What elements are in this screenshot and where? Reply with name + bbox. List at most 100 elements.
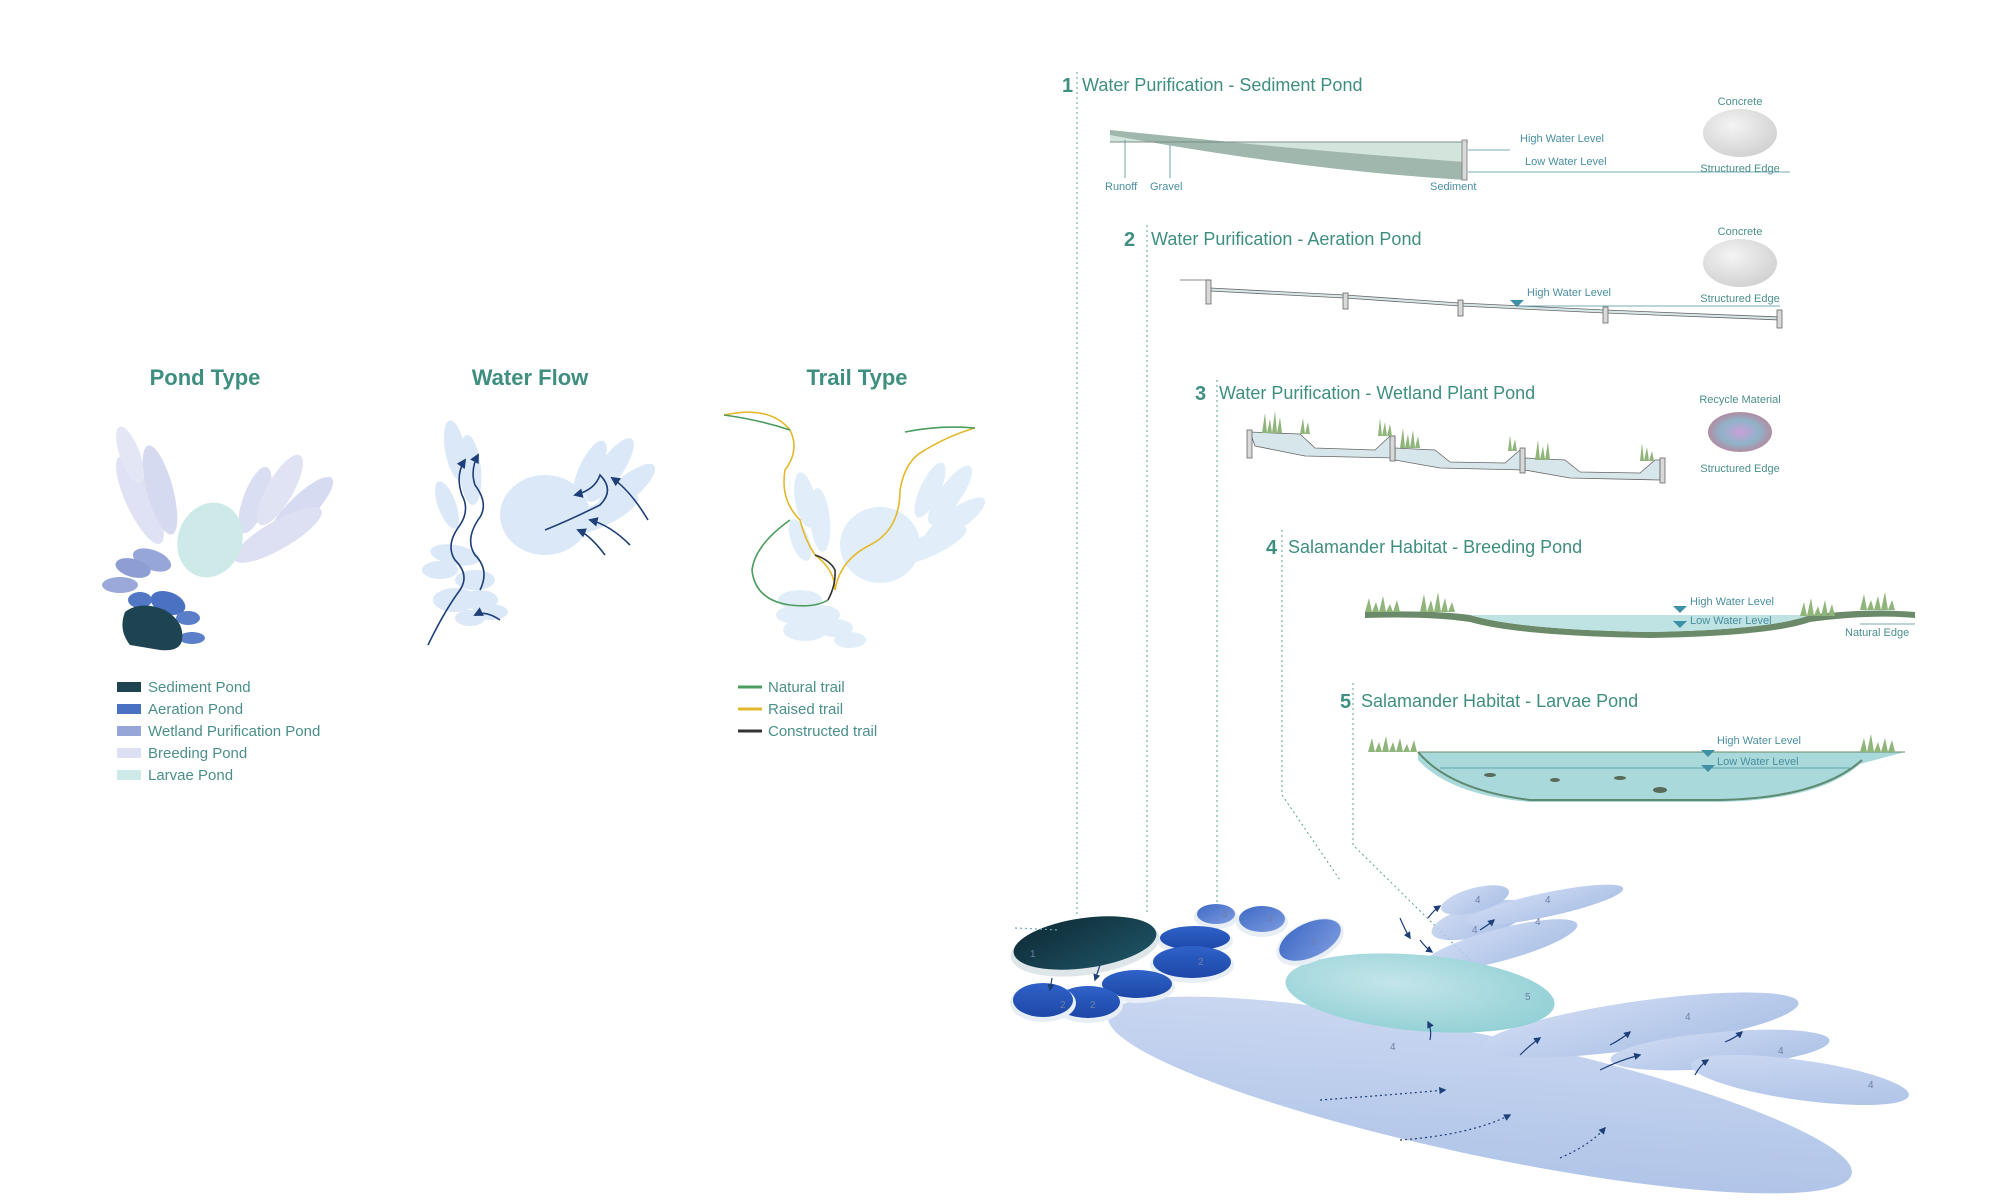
section-1-number: 1 (1062, 75, 1073, 97)
section-4-number: 4 (1266, 537, 1278, 559)
pond-type-panel: Pond Type Sediment Pond (102, 365, 334, 784)
recycle-material-swatch-icon (1708, 412, 1772, 452)
legend-item-raised-trail: Raised trail (738, 701, 843, 718)
section-1-runoff-label: Runoff (1105, 181, 1138, 193)
legend-item-breeding-pond: Breeding Pond (117, 745, 247, 762)
svg-text:1: 1 (1030, 949, 1036, 960)
breeding-pond (1691, 1054, 1909, 1106)
section-2-profile (1180, 279, 1783, 329)
section-3-number: 3 (1195, 383, 1206, 405)
legend-item-natural-trail: Natural trail (738, 679, 845, 696)
breeding-ponds (1108, 884, 1909, 1194)
section-4-high-water-label: High Water Level (1690, 596, 1774, 608)
section-1-edge-label: Structured Edge (1700, 163, 1780, 175)
larvae-pond (1285, 953, 1555, 1033)
svg-text:4: 4 (1778, 1046, 1784, 1057)
wetland-pond (1279, 919, 1341, 961)
water-flow-panel: Water Flow (422, 365, 656, 646)
section-1-gravel-label: Gravel (1150, 181, 1182, 193)
section-5-larvae-pond: 5 Salamander Habitat - Larvae Pond High … (1340, 691, 1905, 802)
svg-text:3: 3 (1267, 914, 1273, 925)
svg-text:Larvae Pond: Larvae Pond (148, 767, 233, 784)
trail-type-legend: Natural trail Raised trail Constructed t… (738, 679, 877, 740)
breeding-pond (1108, 996, 1852, 1194)
svg-text:Aeration Pond: Aeration Pond (148, 701, 243, 718)
breeding-pond (1422, 919, 1578, 971)
pond-type-title: Pond Type (150, 365, 261, 390)
svg-text:Sediment Pond: Sediment Pond (148, 679, 251, 696)
svg-text:Breeding Pond: Breeding Pond (148, 745, 247, 762)
section-3-profile (1246, 411, 1666, 484)
section-1-sediment-label: Sediment (1430, 181, 1476, 193)
aeration-pond (1102, 970, 1172, 998)
svg-text:Wetland Purification Pond: Wetland Purification Pond (148, 723, 320, 740)
trail-type-title: Trail Type (806, 365, 907, 390)
section-2-high-water-label: High Water Level (1527, 287, 1611, 299)
aeration-pond (1013, 983, 1073, 1017)
section-2-edge-label: Structured Edge (1700, 293, 1780, 305)
svg-text:3: 3 (1222, 909, 1228, 920)
wetland-ponds (1194, 904, 1344, 966)
breeding-pond (1441, 885, 1509, 915)
svg-text:4: 4 (1685, 1012, 1691, 1023)
section-2-aeration-pond: 2 Water Purification - Aeration Pond Hig… (1124, 226, 1783, 329)
svg-text:4: 4 (1472, 925, 1478, 936)
svg-text:5: 5 (1525, 992, 1531, 1003)
svg-text:3: 3 (1310, 937, 1316, 948)
section-4-breeding-pond: 4 Salamander Habitat - Breeding Pond Hig… (1266, 537, 1915, 639)
pond-type-legend: Sediment Pond Aeration Pond Wetland Puri… (117, 679, 320, 784)
section-4-title: Salamander Habitat - Breeding Pond (1288, 537, 1582, 557)
legend-item-wetland-purification-pond: Wetland Purification Pond (117, 723, 320, 740)
concrete-swatch-icon (1703, 109, 1777, 157)
section-5-number: 5 (1340, 691, 1351, 713)
aeration-ponds (1010, 926, 1234, 1023)
breeding-pond (1466, 884, 1624, 926)
section-4-profile (1365, 592, 1915, 638)
section-4-edge-label: Natural Edge (1845, 627, 1909, 639)
section-1-material-label: Concrete (1718, 96, 1763, 108)
section-1-title: Water Purification - Sediment Pond (1082, 75, 1362, 95)
section-2-material-label: Concrete (1718, 226, 1763, 238)
section-3-wetland-plant-pond: 3 Water Purification - Wetland Plant Pon… (1195, 383, 1781, 484)
leader-lines (1076, 72, 1476, 966)
plan-pond-numbers: 1 2 2 2 3 3 3 4 4 4 4 5 4 4 4 4 (1030, 895, 1874, 1091)
wetland-pond (1239, 906, 1285, 932)
section-5-low-water-label: Low Water Level (1717, 756, 1799, 768)
trail-type-diagram (776, 462, 986, 648)
concrete-swatch-icon (1703, 239, 1777, 287)
legend-item-sediment-pond: Sediment Pond (117, 679, 251, 696)
svg-text:2: 2 (1060, 1000, 1066, 1011)
svg-text:Raised trail: Raised trail (768, 701, 843, 718)
section-5-high-water-label: High Water Level (1717, 735, 1801, 747)
pond-plan-view: 1 2 2 2 3 3 3 4 4 4 4 5 4 4 4 4 (1010, 884, 1909, 1194)
trail-type-panel: Trail Type (723, 365, 986, 740)
section-3-edge-label: Structured Edge (1700, 463, 1780, 475)
svg-text:2: 2 (1198, 957, 1204, 968)
section-2-number: 2 (1124, 229, 1135, 251)
section-1-high-water-label: High Water Level (1520, 133, 1604, 145)
water-flow-diagram (422, 420, 656, 626)
aeration-pond (1160, 926, 1230, 950)
legend-item-aeration-pond: Aeration Pond (117, 701, 243, 718)
water-flow-arrows (427, 453, 649, 646)
svg-text:Constructed trail: Constructed trail (768, 723, 877, 740)
section-5-title: Salamander Habitat - Larvae Pond (1361, 691, 1638, 711)
section-5-profile (1368, 734, 1905, 802)
section-2-title: Water Purification - Aeration Pond (1151, 229, 1421, 249)
svg-text:4: 4 (1390, 1042, 1396, 1053)
section-3-material-label: Recycle Material (1699, 394, 1780, 406)
trail-lines (723, 411, 976, 607)
svg-text:4: 4 (1868, 1080, 1874, 1091)
aeration-pond (1153, 946, 1231, 978)
svg-text:4: 4 (1545, 895, 1551, 906)
sediment-pond (1013, 916, 1157, 970)
svg-text:2: 2 (1090, 1000, 1096, 1011)
svg-text:4: 4 (1475, 895, 1481, 906)
section-4-low-water-label: Low Water Level (1690, 615, 1772, 627)
section-1-low-water-label: Low Water Level (1525, 156, 1607, 168)
plan-flow-arrows (1014, 905, 1744, 1159)
water-flow-title: Water Flow (472, 365, 589, 390)
breeding-pond (1481, 992, 1799, 1058)
legend-item-constructed-trail: Constructed trail (738, 723, 877, 740)
